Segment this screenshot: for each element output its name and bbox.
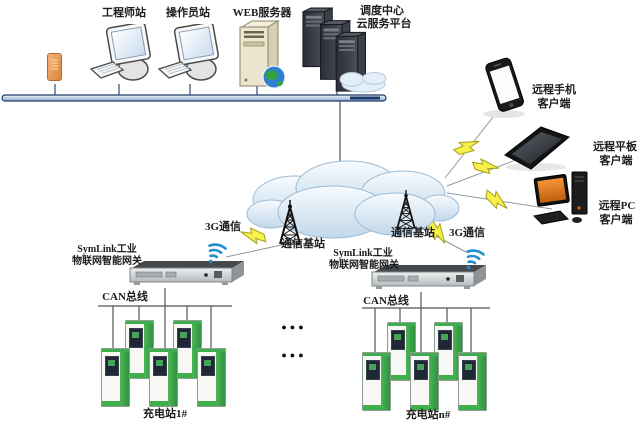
charging-station-1-label: 充电站1#	[143, 408, 187, 420]
pile-screen-icon	[177, 328, 191, 348]
pile-screen-icon	[391, 330, 405, 350]
network-cloud-icon	[246, 160, 460, 239]
charging-station-n-label: 充电站n#	[405, 409, 451, 421]
ellipsis-dots: ●●●	[281, 322, 307, 332]
network-card-icon	[47, 53, 62, 81]
operator-station-label: 操作员站	[166, 7, 210, 19]
pile-screen-icon	[366, 360, 380, 380]
remote-phone-label-line1: 远程手机	[532, 84, 576, 96]
remote-tablet-label-line2: 客户端	[599, 155, 633, 167]
pile-screen-icon	[201, 356, 215, 376]
base-station-tower-left-icon	[279, 200, 301, 245]
dispatch-center-label-line2: 云服务平台	[356, 18, 412, 30]
wifi-icon	[208, 243, 227, 264]
pile-screen-icon	[129, 328, 143, 348]
gateway-left-label-line1: SymLink工业	[77, 244, 137, 255]
3g-comm-label-right: 3G通信	[448, 227, 486, 239]
can-bus-label-right: CAN总线	[363, 295, 409, 307]
pile-screen-icon	[414, 360, 428, 380]
engineer-station-label: 工程师站	[102, 7, 146, 19]
charging-pile	[410, 352, 439, 411]
ellipsis-dots: ●●●	[281, 350, 307, 360]
gateway-device-right-icon	[371, 265, 486, 289]
dispatch-cloud-servers-icon	[302, 7, 387, 93]
wifi-icon	[466, 249, 485, 270]
remote-pc-icon	[532, 171, 588, 225]
base-station-label-left: 通信基站	[281, 238, 325, 250]
remote-tablet-icon	[504, 126, 570, 171]
remote-phone-icon	[483, 57, 525, 118]
remote-tablet-label-line1: 远程平板	[593, 141, 637, 153]
charging-pile	[101, 348, 130, 407]
gateway-device-left-icon	[129, 261, 244, 285]
remote-phone-label-line2: 客户端	[537, 98, 571, 110]
remote-pc-label-line1: 远程PC	[598, 200, 636, 212]
pile-screen-icon	[105, 356, 119, 376]
remote-pc-label-line2: 客户端	[599, 214, 633, 226]
gateway-left-label-line2: 物联网智能网关	[72, 256, 142, 267]
web-server-label: WEB服务器	[232, 7, 292, 19]
base-station-label-right: 通信基站	[391, 227, 435, 239]
charging-pile	[362, 352, 391, 411]
gateway-right-label-line2: 物联网智能网关	[329, 260, 399, 271]
operator-workstation-icon	[158, 24, 219, 81]
charging-pile	[149, 348, 178, 407]
web-server-icon	[239, 20, 286, 89]
can-bus-label-left: CAN总线	[102, 291, 148, 303]
pile-screen-icon	[438, 330, 452, 350]
pile-screen-icon	[153, 356, 167, 376]
engineer-workstation-icon	[90, 24, 151, 81]
pile-screen-icon	[462, 360, 476, 380]
charging-pile	[458, 352, 487, 411]
gateway-right-label-line1: SymLink工业	[333, 248, 393, 259]
base-station-tower-right-icon	[396, 190, 416, 229]
dispatch-center-label-line1: 调度中心	[360, 5, 404, 17]
3g-comm-label-left: 3G通信	[204, 221, 242, 233]
charging-pile	[197, 348, 226, 407]
